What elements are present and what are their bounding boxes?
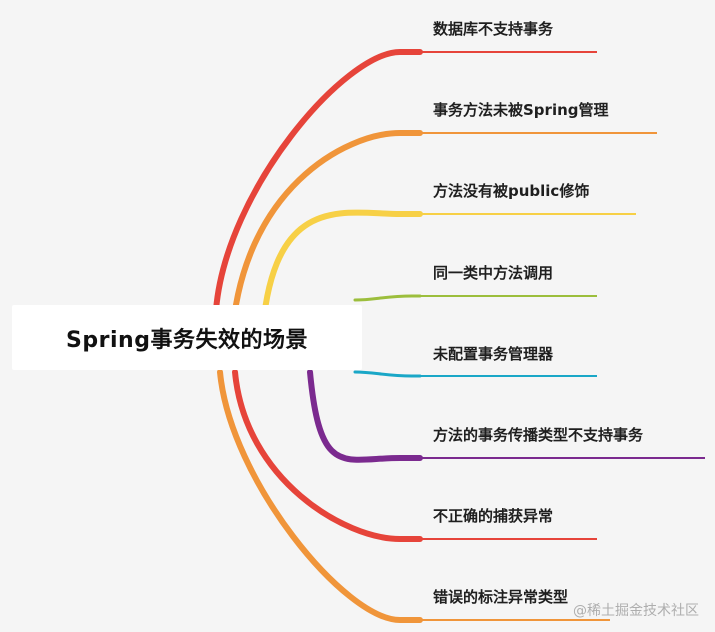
connector-8 <box>217 369 423 623</box>
connector-3 <box>259 209 423 341</box>
connector-4 <box>353 294 422 302</box>
branch-label-3[interactable]: 方法没有被public修饰 <box>433 182 590 200</box>
root-label: Spring事务失效的场景 <box>66 327 308 353</box>
connector-7 <box>232 369 423 542</box>
branch-label-2[interactable]: 事务方法未被Spring管理 <box>433 101 609 119</box>
branch-label-8[interactable]: 错误的标注异常类型 <box>433 588 569 606</box>
connector-6 <box>307 369 423 463</box>
branch-label-1[interactable]: 数据库不支持事务 <box>433 20 554 38</box>
branch-label-5[interactable]: 未配置事务管理器 <box>433 345 554 363</box>
root-node[interactable]: Spring事务失效的场景 <box>12 305 362 370</box>
branch-label-6[interactable]: 方法的事务传播类型不支持事务 <box>433 426 644 444</box>
connector-1 <box>213 49 423 313</box>
branch-label-4[interactable]: 同一类中方法调用 <box>433 264 554 282</box>
connector-5 <box>353 370 422 378</box>
watermark: @稀土掘金技术社区 <box>573 603 699 619</box>
connector-2 <box>229 130 423 341</box>
branch-label-7[interactable]: 不正确的捕获异常 <box>433 507 554 525</box>
